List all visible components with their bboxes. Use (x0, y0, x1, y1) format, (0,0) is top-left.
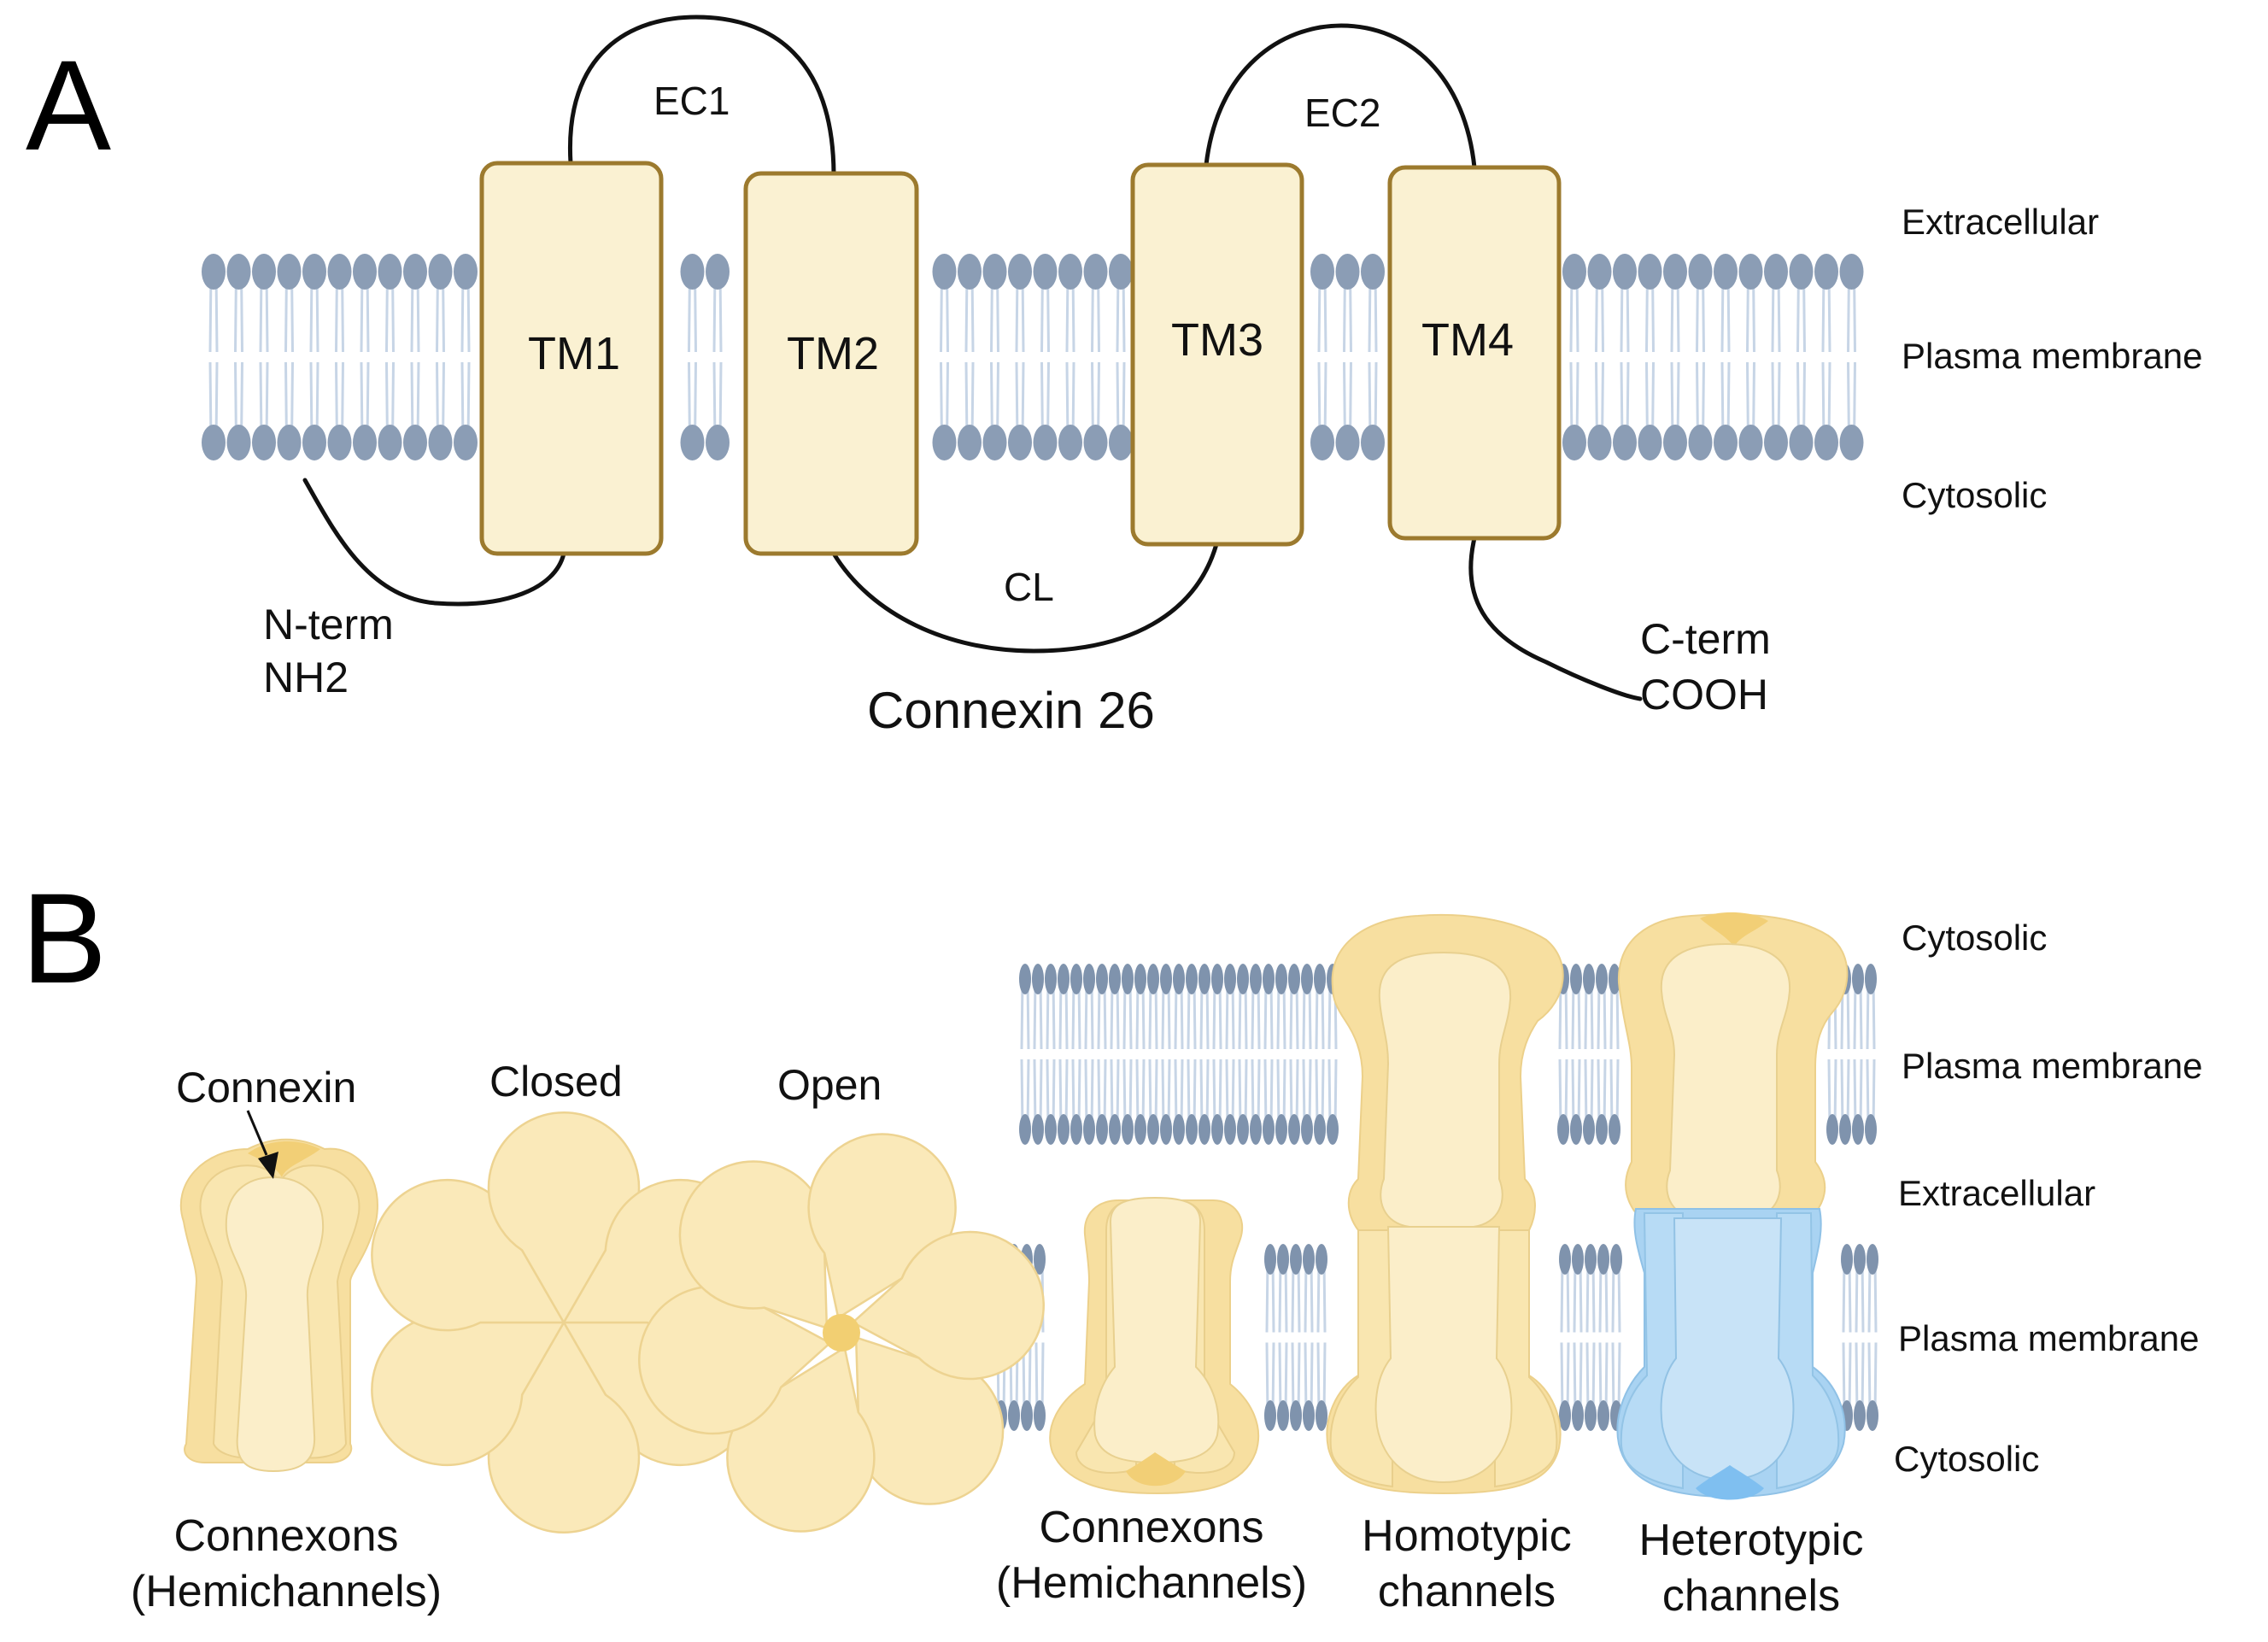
panel-a-letter: A (26, 33, 111, 177)
homotypic-channel (1326, 913, 1564, 1495)
tm3-domain: TM3 (1130, 162, 1304, 547)
homotypic-caption-line1: Homotypic (1362, 1511, 1572, 1561)
panel-a: A TM1 TM2 TM3 TM4 EC1 EC2 CL N-t (26, 15, 2202, 739)
homotypic-caption-line2: channels (1378, 1567, 1556, 1616)
tm1-label: TM1 (528, 328, 620, 379)
panel-b: B (21, 866, 2202, 1621)
heterotypic-caption-line2: channels (1662, 1571, 1840, 1621)
connexin-label: Connexin (176, 1064, 356, 1111)
lower-plasma-membrane (995, 1244, 1878, 1431)
ec1-label: EC1 (653, 79, 730, 123)
arrow-head-icon (258, 1152, 278, 1179)
b-plasma-membrane-top-label: Plasma membrane (1902, 1046, 2202, 1086)
nh2-label: NH2 (263, 654, 349, 701)
tm4-label: TM4 (1421, 314, 1514, 366)
tm4-domain: TM4 (1387, 165, 1562, 541)
connexon-caption-line1: Connexons (173, 1511, 398, 1561)
cytosolic-label: Cytosolic (1902, 475, 2047, 515)
closed-label: Closed (489, 1058, 623, 1105)
tm2-label: TM2 (787, 328, 879, 379)
heterotypic-caption-line1: Heterotypic (1639, 1516, 1864, 1565)
c-terminus-tail (1468, 536, 1643, 701)
tm3-label: TM3 (1171, 314, 1263, 366)
n-term-label: N-term (263, 601, 394, 648)
ec1-loop (567, 15, 836, 176)
cytoplasmic-loop (831, 542, 1219, 654)
tm2-domain: TM2 (743, 171, 919, 556)
connexin-pointer-line (246, 1110, 268, 1156)
membrane-connexon (1049, 1196, 1260, 1495)
tm1-domain: TM1 (479, 161, 664, 556)
cooh-label: COOH (1640, 671, 1768, 718)
plasma-membrane-label: Plasma membrane (1902, 336, 2202, 376)
n-terminus-tail (302, 478, 566, 607)
open-pore-top-view (638, 1133, 1045, 1533)
c-term-label: C-term (1640, 615, 1771, 663)
membrane-connexon-caption-line2: (Hemichannels) (996, 1558, 1307, 1608)
b-extracellular-label: Extracellular (1898, 1173, 2095, 1213)
cl-label: CL (1004, 565, 1054, 609)
ec2-label: EC2 (1304, 91, 1380, 135)
b-cytosolic-top-label: Cytosolic (1902, 918, 2047, 958)
connexon-side-view (179, 1110, 378, 1473)
heterotypic-channel (1616, 912, 1849, 1500)
connexon-caption-line2: (Hemichannels) (131, 1567, 442, 1616)
protein-name-label: Connexin 26 (867, 682, 1155, 739)
ec2-loop (1204, 23, 1477, 170)
b-plasma-membrane-bottom-label: Plasma membrane (1898, 1318, 2199, 1358)
b-cytosolic-bottom-label: Cytosolic (1894, 1439, 2039, 1479)
open-label: Open (777, 1061, 882, 1109)
membrane-connexon-caption-line1: Connexons (1039, 1503, 1263, 1552)
panel-b-letter: B (21, 866, 107, 1010)
extracellular-label: Extracellular (1902, 202, 2099, 242)
plasma-membrane-bilayer (202, 254, 1864, 460)
